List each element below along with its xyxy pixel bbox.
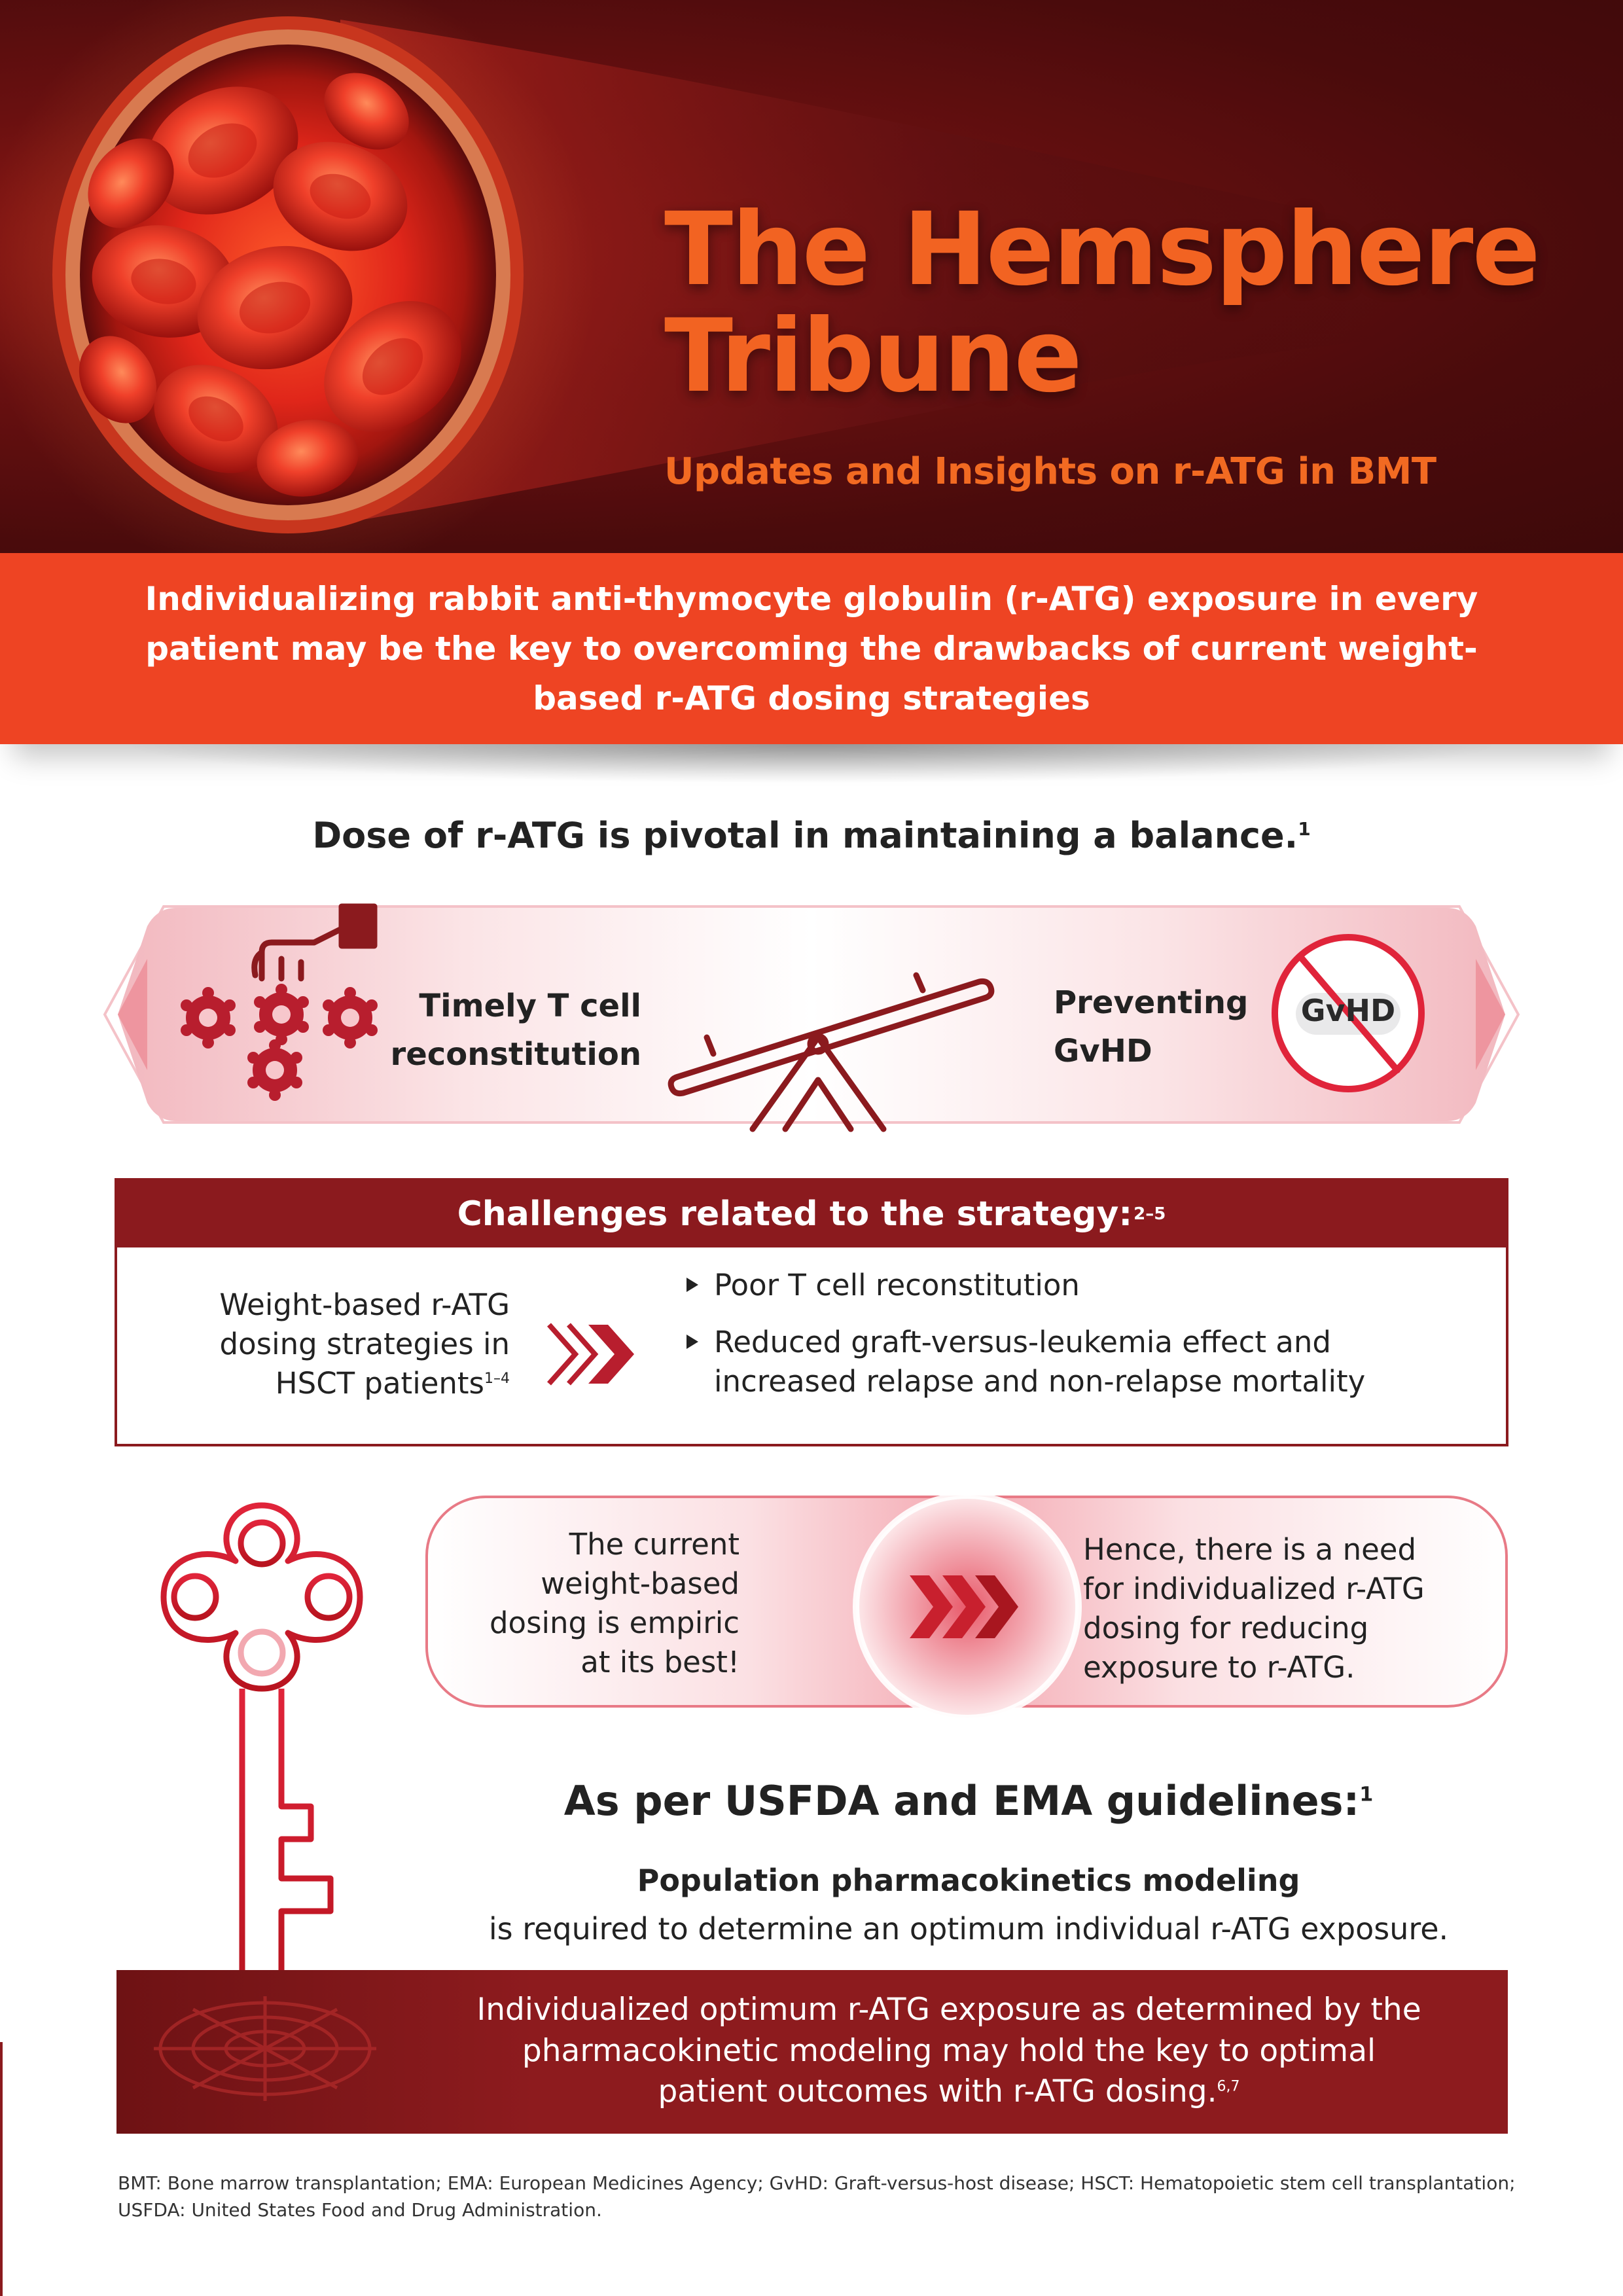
balance-left-line1: Timely T cell bbox=[419, 988, 641, 1024]
empiric-left-line1: The current bbox=[569, 1527, 740, 1562]
no-gvhd-icon bbox=[1272, 934, 1425, 1092]
conclusion-ref: 6,7 bbox=[1217, 2078, 1240, 2095]
chevron-arrows-icon bbox=[547, 1323, 634, 1386]
empiric-left-line4: at its best! bbox=[580, 1644, 740, 1679]
guidelines-heading: As per USFDA and EMA guidelines:1 bbox=[471, 1777, 1466, 1825]
banner-shadow bbox=[118, 744, 1505, 783]
hero-title-line2: Tribune bbox=[664, 298, 1082, 416]
challenges-header-text: Challenges related to the strategy: bbox=[457, 1194, 1133, 1234]
balance-panel bbox=[103, 903, 1520, 1132]
balance-left-line2: reconstitution bbox=[390, 1036, 641, 1073]
guidelines-body-text: is required to determine an optimum indi… bbox=[488, 1911, 1449, 1946]
abbreviations-footnote: BMT: Bone marrow transplantation; EMA: E… bbox=[118, 2172, 1516, 2221]
challenges-list: Poor T cell reconstitution Reduced graft… bbox=[687, 1266, 1472, 1419]
challenges-left-line1: Weight-based r-ATG bbox=[219, 1287, 510, 1322]
balance-heading-text: Dose of r-ATG is pivotal in maintaining … bbox=[312, 815, 1298, 856]
conclusion-line1: Individualized optimum r-ATG exposure as… bbox=[476, 1992, 1421, 2028]
conclusion-panel bbox=[116, 1970, 1508, 2134]
conclusion-line2: pharmacokinetic modeling may hold the ke… bbox=[522, 2032, 1376, 2069]
hero-subtitle: Updates and Insights on r-ATG in BMT bbox=[664, 450, 1436, 493]
hero-title-line1: The Hemsphere bbox=[664, 191, 1541, 308]
key-icon bbox=[160, 1502, 363, 2003]
banner-text: Individualizing rabbit anti-thymocyte gl… bbox=[145, 580, 1478, 717]
guidelines-bold-text: Population pharmacokinetics modeling bbox=[637, 1863, 1300, 1898]
bullet-triangle-icon bbox=[687, 1278, 698, 1292]
hero-title: The Hemsphere Tribune bbox=[664, 196, 1594, 410]
empiric-left-line3: dosing is empiric bbox=[489, 1605, 740, 1640]
empiric-left-line2: weight-based bbox=[541, 1566, 740, 1601]
empiric-right-line3: dosing for reducing bbox=[1083, 1610, 1369, 1645]
challenges-left-line3: HSCT patients bbox=[275, 1365, 484, 1401]
hero-header: The Hemsphere Tribune Updates and Insigh… bbox=[0, 0, 1623, 553]
blood-vessel-illustration bbox=[0, 0, 1374, 553]
challenges-left-text: Weight-based r-ATG dosing strategies in … bbox=[156, 1285, 510, 1403]
empiric-right-line1: Hence, there is a need bbox=[1083, 1532, 1417, 1567]
target-icon bbox=[154, 1996, 376, 2101]
challenge-item-2-line2: increased relapse and non-relapse mortal… bbox=[714, 1363, 1366, 1399]
balance-heading-ref: 1 bbox=[1298, 818, 1311, 840]
list-item: Reduced graft-versus-leukemia effect and… bbox=[687, 1323, 1472, 1401]
bullet-triangle-icon bbox=[687, 1335, 698, 1350]
seesaw-icon bbox=[668, 972, 995, 1132]
challenges-box: Challenges related to the strategy:2–5 W… bbox=[115, 1178, 1508, 1446]
chevron-arrows-icon bbox=[910, 1575, 1018, 1638]
empiric-left-text: The current weight-based dosing is empir… bbox=[425, 1525, 740, 1681]
balance-right-line1: Preventing bbox=[1054, 984, 1249, 1021]
list-item: Poor T cell reconstitution bbox=[687, 1266, 1472, 1304]
empiric-right-line2: for individualized r-ATG bbox=[1083, 1571, 1425, 1606]
balance-right-label: Preventing GvHD bbox=[1054, 978, 1289, 1076]
conclusion-text: Individualized optimum r-ATG exposure as… bbox=[406, 1990, 1492, 2113]
balance-right-line2: GvHD bbox=[1054, 1033, 1152, 1070]
balance-heading: Dose of r-ATG is pivotal in maintaining … bbox=[0, 815, 1623, 856]
gvhd-badge-label: GvHD bbox=[1300, 993, 1396, 1028]
empiric-right-line4: exposure to r-ATG. bbox=[1083, 1649, 1355, 1685]
key-message-banner: Individualizing rabbit anti-thymocyte gl… bbox=[0, 553, 1623, 744]
challenges-header: Challenges related to the strategy:2–5 bbox=[117, 1181, 1506, 1247]
guidelines-heading-ref: 1 bbox=[1359, 1783, 1374, 1806]
challenges-header-ref: 2–5 bbox=[1133, 1204, 1166, 1224]
guidelines-heading-text: As per USFDA and EMA guidelines: bbox=[563, 1777, 1360, 1825]
hand-icon bbox=[251, 903, 378, 982]
empiric-right-text: Hence, there is a need for individualize… bbox=[1083, 1530, 1489, 1687]
empiric-panel bbox=[425, 1492, 1508, 1721]
page-edge-accent bbox=[0, 2042, 3, 2296]
conclusion-line3: patient outcomes with r-ATG dosing. bbox=[658, 2073, 1217, 2109]
balance-left-label: Timely T cell reconstitution bbox=[366, 982, 641, 1079]
challenges-left-ref: 1–4 bbox=[484, 1370, 510, 1387]
challenge-item-2-line1: Reduced graft-versus-leukemia effect and bbox=[714, 1325, 1331, 1360]
challenge-item-1-text: Poor T cell reconstitution bbox=[714, 1268, 1080, 1302]
t-cell-icon bbox=[181, 984, 378, 1101]
challenges-left-line2: dosing strategies in bbox=[219, 1326, 510, 1361]
